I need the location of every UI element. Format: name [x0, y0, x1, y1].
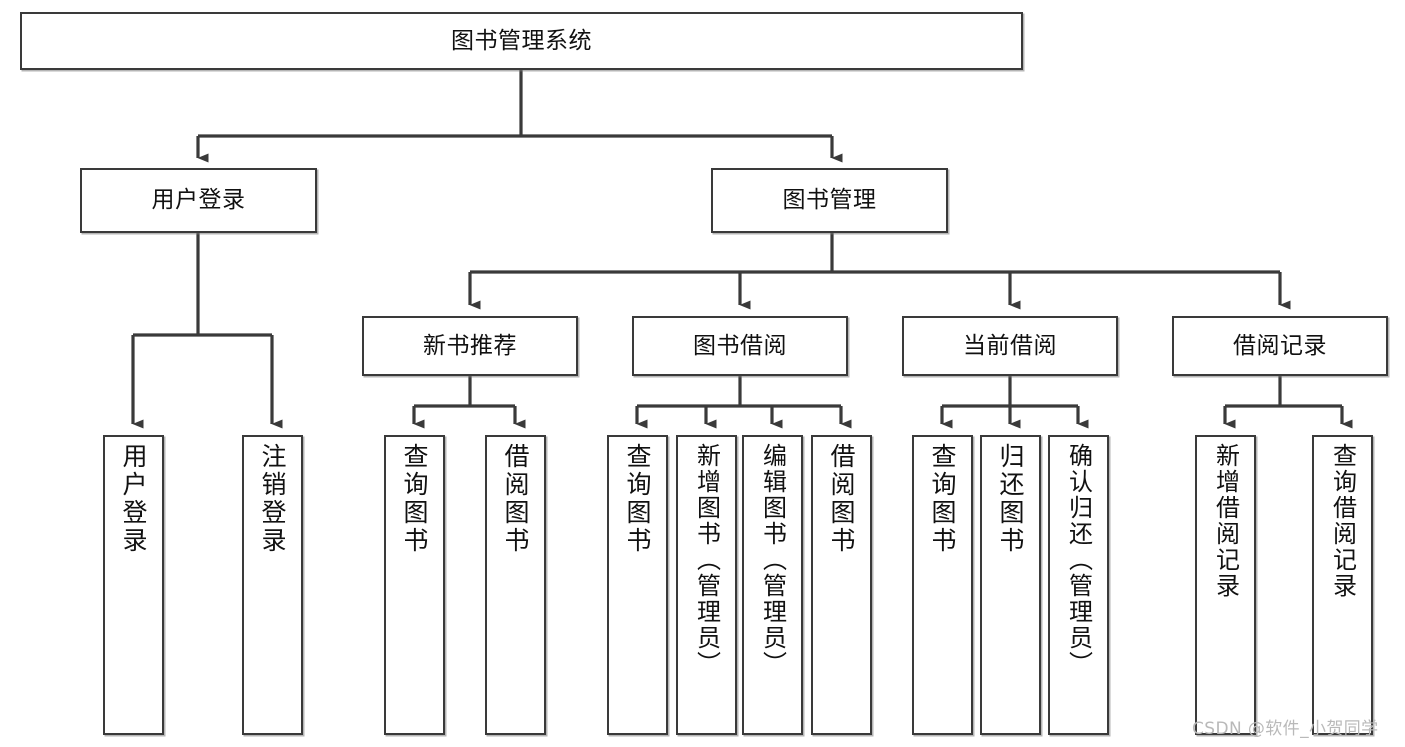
leaf-logout[interactable]: 注销登录 — [242, 435, 303, 735]
leaf-return-book[interactable]: 归还图书 — [980, 435, 1041, 735]
node-new-book-recommend[interactable]: 新书推荐 — [362, 316, 578, 376]
leaf-user-login[interactable]: 用户登录 — [103, 435, 164, 735]
leaf-query-book-borrow-label: 查询图书 — [623, 443, 652, 555]
leaf-query-book-new-label: 查询图书 — [400, 443, 429, 555]
leaf-confirm-return-admin-label: 确认归还（管理员） — [1064, 443, 1093, 677]
leaf-borrow-book-label: 借阅图书 — [827, 443, 856, 555]
node-book-management-label: 图书管理 — [782, 187, 877, 214]
leaf-add-book-admin[interactable]: 新增图书（管理员） — [676, 435, 737, 735]
leaf-query-book-new[interactable]: 查询图书 — [384, 435, 445, 735]
node-new-book-recommend-label: 新书推荐 — [423, 332, 517, 359]
leaf-query-borrow-record-label: 查询借阅记录 — [1328, 443, 1357, 599]
node-root-label: 图书管理系统 — [451, 27, 592, 54]
leaf-confirm-return-admin[interactable]: 确认归还（管理员） — [1048, 435, 1109, 735]
leaf-return-book-label: 归还图书 — [996, 443, 1025, 555]
node-user-login[interactable]: 用户登录 — [80, 168, 317, 233]
node-book-borrow-label: 图书借阅 — [693, 332, 787, 359]
leaf-borrow-book-new-label: 借阅图书 — [501, 443, 530, 555]
leaf-query-book-current-label: 查询图书 — [928, 443, 957, 555]
leaf-borrow-book-new[interactable]: 借阅图书 — [485, 435, 546, 735]
leaf-edit-book-admin[interactable]: 编辑图书（管理员） — [742, 435, 803, 735]
leaf-add-book-admin-label: 新增图书（管理员） — [692, 443, 721, 677]
node-book-management[interactable]: 图书管理 — [711, 168, 948, 233]
node-book-borrow[interactable]: 图书借阅 — [632, 316, 848, 376]
leaf-user-login-label: 用户登录 — [119, 443, 148, 555]
node-borrow-records[interactable]: 借阅记录 — [1172, 316, 1388, 376]
node-current-borrow[interactable]: 当前借阅 — [902, 316, 1118, 376]
leaf-logout-label: 注销登录 — [258, 443, 287, 555]
leaf-edit-book-admin-label: 编辑图书（管理员） — [758, 443, 787, 677]
node-root[interactable]: 图书管理系统 — [20, 12, 1023, 70]
leaf-add-borrow-record-label: 新增借阅记录 — [1211, 443, 1240, 599]
node-user-login-label: 用户登录 — [151, 187, 246, 214]
leaf-add-borrow-record[interactable]: 新增借阅记录 — [1195, 435, 1256, 735]
node-borrow-records-label: 借阅记录 — [1233, 332, 1327, 359]
node-current-borrow-label: 当前借阅 — [963, 332, 1057, 359]
leaf-query-book-current[interactable]: 查询图书 — [912, 435, 973, 735]
leaf-query-book-borrow[interactable]: 查询图书 — [607, 435, 668, 735]
leaf-borrow-book[interactable]: 借阅图书 — [811, 435, 872, 735]
leaf-query-borrow-record[interactable]: 查询借阅记录 — [1312, 435, 1373, 735]
